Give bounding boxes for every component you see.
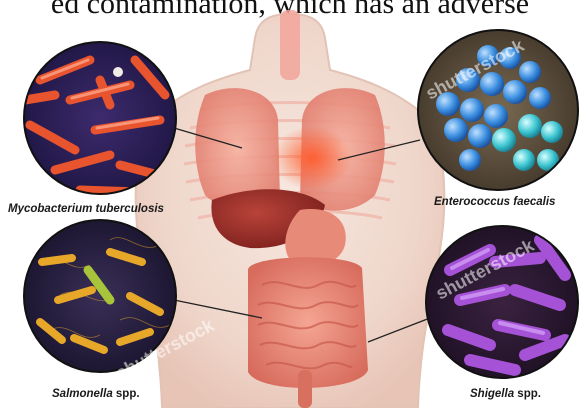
label-salmonella: Salmonella spp.: [52, 388, 140, 400]
label-enterococcus: Enterococcus faecalis: [434, 196, 555, 208]
heart: [272, 126, 352, 190]
mycobacterium-inset: [24, 42, 176, 194]
trachea: [280, 10, 300, 80]
label-shigella: Shigella spp.: [470, 388, 541, 400]
label-mycobacterium: Mycobacterium tuberculosis: [8, 203, 164, 215]
